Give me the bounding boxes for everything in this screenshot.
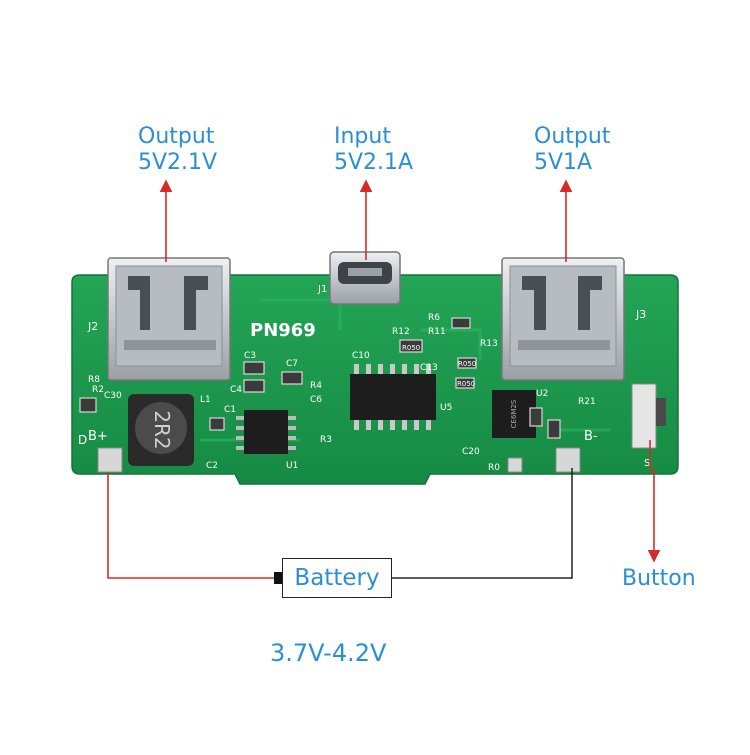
silk-c2: C2: [206, 461, 218, 471]
silk-l1: L1: [200, 395, 211, 405]
silk-d: D: [78, 433, 87, 447]
silk-j1: J1: [317, 284, 327, 295]
wire-battery-negative: [392, 468, 573, 579]
label-output-right: Output 5V1A: [534, 124, 610, 176]
silk-r21: R21: [578, 397, 596, 407]
silk-r050-a: R050: [402, 344, 420, 352]
silk-u5: U5: [440, 403, 452, 413]
silk-c7: C7: [286, 359, 298, 369]
silk-j3: J3: [635, 308, 646, 321]
label-voltage-range: 3.7V-4.2V: [270, 639, 387, 667]
annotation-arrows: [107, 179, 661, 579]
label-input-title: Input: [334, 124, 391, 149]
push-button: [631, 383, 666, 449]
battery-box: Battery: [282, 558, 392, 598]
silk-c1: C1: [224, 405, 236, 415]
silk-r13: R13: [480, 339, 498, 349]
silk-c13: C13: [420, 363, 438, 373]
silk-r12: R12: [392, 327, 410, 337]
silk-r6: R6: [428, 313, 440, 323]
silk-c20: C20: [462, 447, 480, 457]
battery-pads: [97, 447, 581, 473]
micro-usb-input: [329, 251, 401, 305]
arrow-button: [647, 440, 661, 563]
silk-r050-c: R050: [457, 380, 475, 388]
inductor-marking: 2R2: [150, 410, 174, 449]
silk-r8: R8: [88, 375, 100, 385]
silk-b-minus: B-: [584, 429, 598, 444]
silk-c3: C3: [244, 351, 256, 361]
silk-c4: C4: [230, 385, 242, 395]
label-button: Button: [622, 566, 696, 591]
label-output-right-title: Output: [534, 124, 611, 149]
silk-c10: C10: [352, 351, 370, 361]
chip-marking: CE6M2S: [510, 399, 518, 428]
silk-c30: C30: [104, 391, 122, 401]
battery-terminal: [274, 572, 282, 584]
wire-battery-positive: [107, 472, 276, 579]
label-output-left: Output 5V2.1V: [138, 124, 217, 176]
silkscreen-text: PN969 J2 J1 J3 R6 R11 R12 R13 R050 R050 …: [78, 284, 650, 473]
label-output-left-title: Output: [138, 124, 215, 149]
inductor: 2R2: [128, 394, 194, 466]
silk-b-plus: B+: [88, 429, 108, 444]
ic-u5: [350, 364, 436, 430]
silk-r050-b: R050: [458, 360, 476, 368]
silk-r3: R3: [320, 435, 332, 445]
label-input: Input 5V2.1A: [334, 124, 413, 176]
board-model: PN969: [250, 320, 316, 341]
battery-label: Battery: [294, 565, 380, 591]
ic-u2: CE6M2S: [492, 390, 536, 438]
label-output-left-spec: 5V2.1V: [138, 150, 218, 175]
ic-u1: [236, 410, 296, 454]
label-output-right-spec: 5V1A: [534, 150, 593, 175]
silk-r11: R11: [428, 327, 446, 337]
silk-r0: R0: [488, 463, 500, 473]
silk-r4: R4: [310, 381, 322, 391]
silk-u2: U2: [536, 389, 548, 399]
usb-port-left: [107, 257, 231, 381]
label-input-spec: 5V2.1A: [334, 150, 414, 175]
silk-s: S: [644, 458, 650, 469]
silk-r2: R2: [92, 385, 104, 395]
silk-c6: C6: [310, 395, 322, 405]
silk-j2: J2: [87, 320, 98, 333]
usb-port-right: [501, 257, 625, 381]
passive-components: [79, 317, 561, 439]
silk-u1: U1: [286, 461, 298, 471]
